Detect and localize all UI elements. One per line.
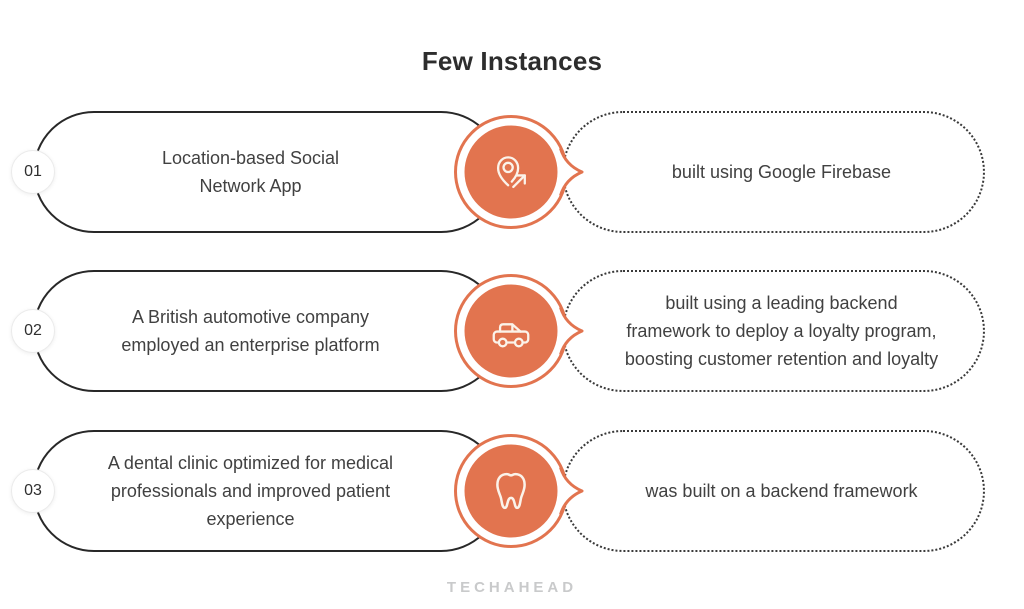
detail-pill: built using Google Firebase [562,111,985,233]
case-text-line: A dental clinic optimized for medical [107,453,394,473]
case-text-line: A British automotive company [131,307,370,327]
detail-text-line: built using a leading backend [665,293,898,313]
case-pill: Location-based Social Network App [33,111,502,233]
case-pill: A British automotive company employed an… [33,270,502,392]
page-title: Few Instances [421,46,603,76]
instance-row-2: 02 A British automotive company employed… [0,270,1024,392]
car-icon-circle [454,274,584,388]
speech-tail [559,148,584,196]
detail-text-line: framework to deploy a loyalty program, [626,321,937,341]
detail-text-line: boosting customer retention and loyalty [624,349,939,369]
location-share-icon [496,156,526,189]
car-icon [492,323,530,348]
case-text-line: employed an enterprise platform [121,335,380,355]
step-number-badge: 01 [11,150,55,194]
detail-pill: built using a leading backend framework … [562,270,985,392]
case-text-line: Location-based Social [161,148,340,168]
location-share-icon-circle [454,115,584,229]
techahead-logo: TECHAHEAD [446,579,578,596]
detail-text-line: built using Google Firebase [671,162,892,182]
tooth-icon [496,472,526,510]
step-number-badge: 03 [11,469,55,513]
tooth-icon-circle [454,434,584,548]
instance-row-3: 03 A dental clinic optimized for medical… [0,430,1024,552]
detail-text-line: was built on a backend framework [645,481,918,501]
speech-tail [559,307,584,355]
case-text-line: Network App [199,176,302,196]
case-text-line: experience [206,509,295,529]
step-number-badge: 02 [11,309,55,353]
instance-row-1: 01 Location-based Social Network App bui… [0,111,1024,233]
detail-pill: was built on a backend framework [562,430,985,552]
case-text-line: professionals and improved patient [110,481,391,501]
speech-tail [559,467,584,515]
case-pill: A dental clinic optimized for medical pr… [33,430,502,552]
